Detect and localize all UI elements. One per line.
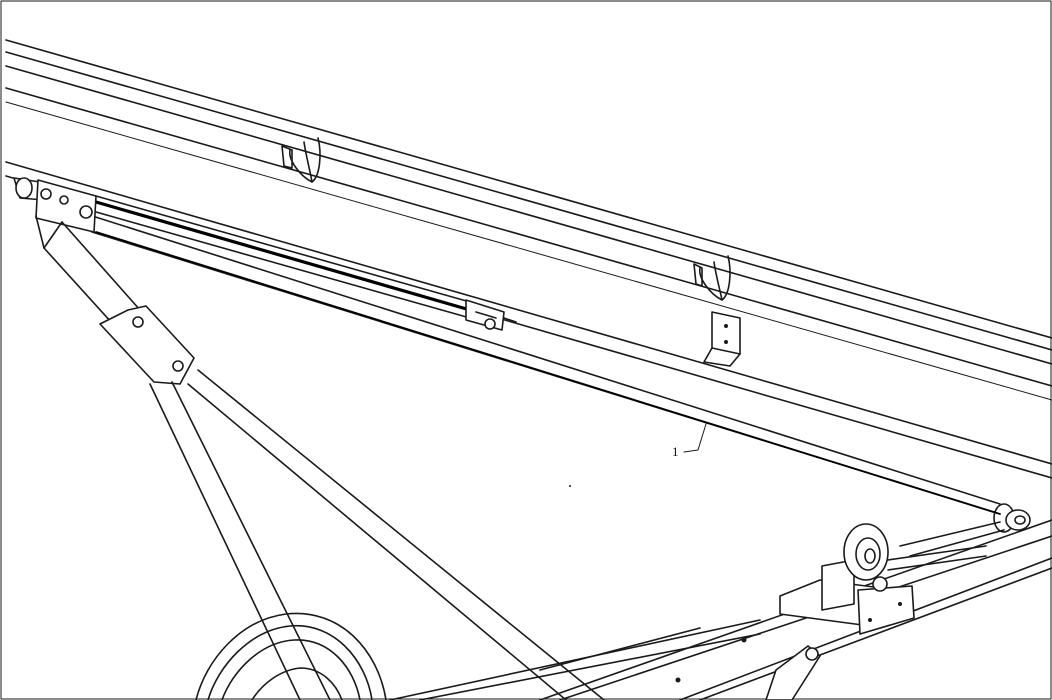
tube-clamp-middle <box>693 255 731 301</box>
lift-head-assembly <box>13 177 97 233</box>
lift-cylinder <box>94 195 517 331</box>
winch <box>779 523 987 635</box>
lift-cable <box>95 231 1001 515</box>
lift-arm <box>35 215 605 700</box>
callout-1: 1 <box>672 423 707 459</box>
transport-wheel <box>195 612 387 700</box>
callout-label-1: 1 <box>672 444 679 459</box>
tube-clamp-upper <box>281 137 321 183</box>
undercarriage <box>389 519 1052 700</box>
cable-pulley <box>899 503 1031 557</box>
mounting-bracket <box>703 311 741 367</box>
conveyor-tube <box>5 39 1052 401</box>
